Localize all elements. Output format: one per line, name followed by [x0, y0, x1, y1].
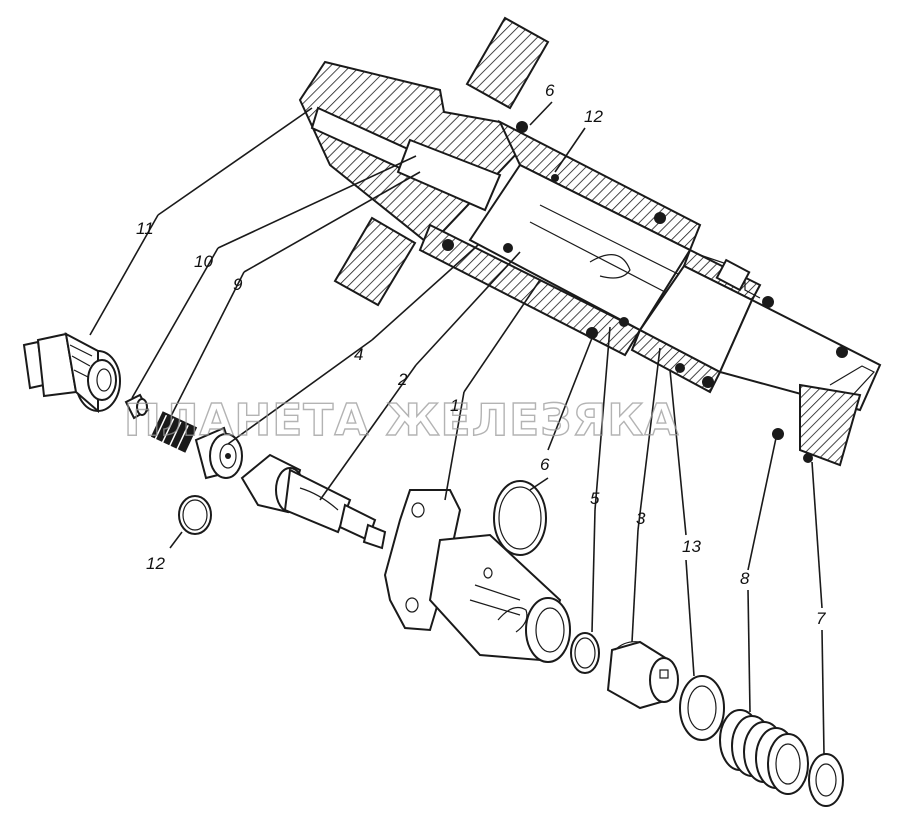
flange-tab-upper	[465, 16, 550, 110]
callout-5: 5	[590, 489, 600, 508]
barrel-part-1	[383, 489, 571, 663]
callout-8: 8	[740, 569, 750, 588]
callout-10: 10	[194, 252, 213, 271]
sleeve-part-3	[606, 640, 679, 710]
fitting-part-11	[22, 332, 121, 414]
valve-part-4	[194, 426, 243, 480]
callouts: 11 10 9 4 2 1 6 6 12 12 5 3 13 8 7	[136, 81, 826, 628]
callout-1: 1	[450, 396, 459, 415]
barrel-wall-lower	[418, 223, 642, 357]
plunger-part-2	[240, 453, 387, 550]
callout-4: 4	[354, 345, 363, 364]
callout-7: 7	[816, 609, 826, 628]
callout-13: 13	[682, 537, 701, 556]
spring-part-9	[150, 411, 198, 453]
exploded-parts	[22, 332, 844, 807]
callout-9: 9	[233, 275, 243, 294]
callout-2: 2	[397, 370, 408, 389]
ring-part-12	[178, 495, 212, 535]
spring-seat	[799, 383, 862, 467]
callout-12-lower: 12	[146, 554, 165, 573]
callout-6-lower: 6	[540, 455, 550, 474]
spring-part-8	[719, 709, 809, 795]
flange-tab-lower	[333, 216, 417, 307]
plate-part-7	[808, 753, 844, 807]
washer-part-13	[679, 675, 725, 741]
tappet-stem	[718, 298, 882, 412]
callout-6-upper: 6	[545, 81, 555, 100]
watermark-text: ПЛАНЕТА ЖЕЛЕЗЯКА	[124, 395, 679, 446]
valve-cavity	[396, 138, 502, 212]
valve-pin-part-10	[124, 393, 150, 420]
callout-12-upper: 12	[584, 107, 603, 126]
ring-part-6	[493, 480, 547, 556]
sectioned-assembly	[298, 16, 882, 467]
callout-11: 11	[136, 219, 154, 238]
callout-3: 3	[636, 509, 646, 528]
leader-lines	[89, 101, 825, 755]
